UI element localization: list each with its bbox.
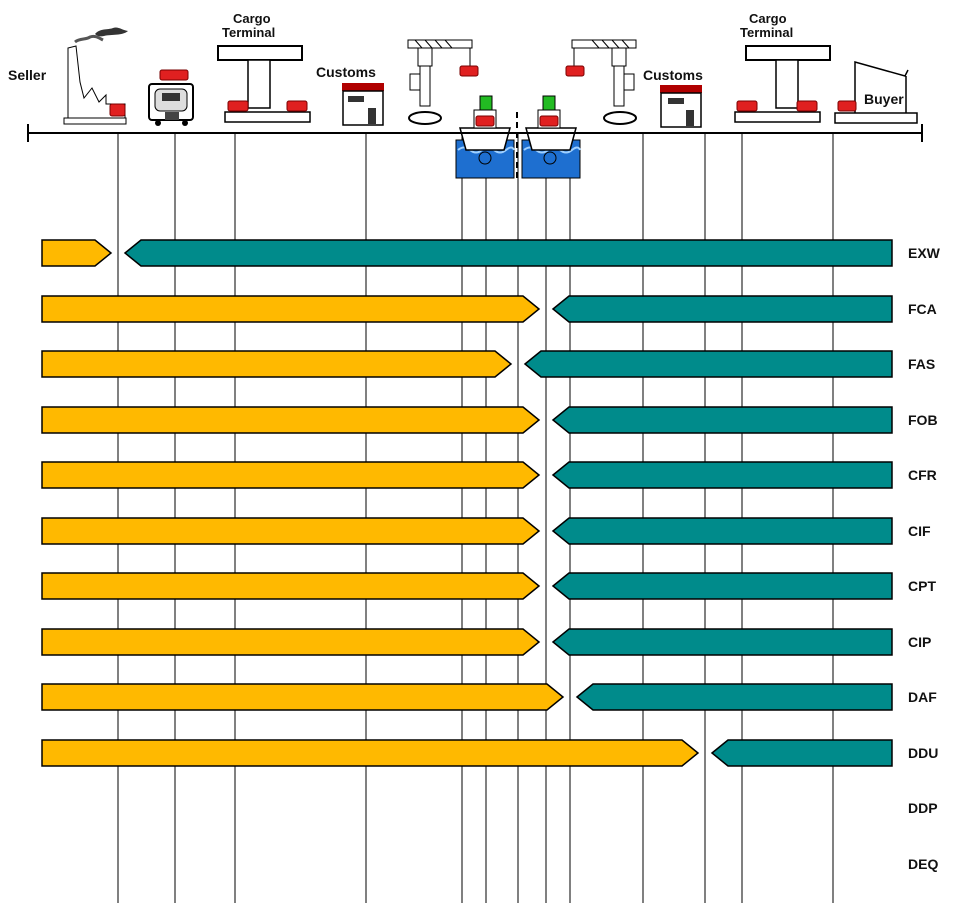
seller-responsibility-bar [41, 295, 541, 323]
customs-left-building-icon [342, 83, 384, 126]
incoterm-row-cpt: CPT [41, 572, 936, 600]
route-axis [27, 124, 923, 142]
incoterm-row-fob: FOB [41, 406, 938, 434]
buyer-responsibility-bar [523, 350, 893, 378]
cargo-terminal-right-label-line1: Cargo [749, 11, 787, 26]
seller-label: Seller [8, 67, 47, 83]
buyer-responsibility-bar [123, 239, 893, 267]
incoterm-row-cfr: CFR [41, 461, 937, 489]
customs-right-building-icon [660, 85, 702, 128]
incoterm-code-label: DDU [908, 745, 938, 761]
buyer-responsibility-bar [551, 517, 893, 545]
seller-responsibility-bar [41, 739, 700, 767]
seller-responsibility-bar [41, 350, 513, 378]
seller-responsibility-bar [41, 517, 541, 545]
buyer-responsibility-bar [551, 572, 893, 600]
incoterm-code-label: CFR [908, 467, 937, 483]
truck-icon [148, 69, 194, 126]
buyer-house-icon [834, 61, 918, 124]
customs-right-label: Customs [643, 67, 703, 83]
buyer-label: Buyer [864, 91, 904, 107]
incoterm-row-ddp: DDP [42, 795, 938, 816]
seller-factory-icon [63, 27, 128, 125]
incoterm-row-exw: EXW [41, 239, 941, 267]
buyer-responsibility-bar [710, 739, 893, 767]
cargo-terminal-left-label-line2: Terminal [222, 25, 275, 40]
incoterm-code-label: DEQ [908, 856, 938, 872]
incoterm-code-label: FCA [908, 301, 937, 317]
cargo-terminal-right-icon [734, 45, 831, 123]
incoterm-row-ddu: DDU [41, 739, 938, 767]
seller-responsibility-bar [41, 628, 541, 656]
incoterm-row-deq: DEQ [42, 851, 938, 872]
buyer-responsibility-bar [551, 406, 893, 434]
incoterm-row-cip: CIP [41, 628, 931, 656]
seller-responsibility-bar [41, 461, 541, 489]
incoterm-code-label: FAS [908, 356, 935, 372]
cargo-terminal-left-label-line1: Cargo [233, 11, 271, 26]
seller-responsibility-bar [41, 572, 541, 600]
incoterm-row-fas: FAS [41, 350, 935, 378]
cargo-terminal-right-label-line2: Terminal [740, 25, 793, 40]
incoterm-code-label: DAF [908, 689, 937, 705]
incoterm-code-label: EXW [908, 245, 941, 261]
seller-responsibility-bar [41, 683, 565, 711]
crane-left-icon [407, 39, 479, 125]
incoterms-rows: EXWFCAFASFOBCFRCIFCPTCIPDAFDDUDDPDEQDES [41, 239, 941, 872]
incoterm-code-label: FOB [908, 412, 938, 428]
seller-responsibility-bar [41, 406, 541, 434]
incoterm-code-label: DDP [908, 800, 938, 816]
incoterm-row-cif: CIF [41, 517, 931, 545]
buyer-responsibility-bar [551, 461, 893, 489]
buyer-responsibility-bar [575, 683, 893, 711]
crane-right-icon [565, 39, 637, 125]
buyer-responsibility-bar [551, 295, 893, 323]
incoterm-code-label: CIF [908, 523, 931, 539]
incoterm-row-daf: DAF [41, 683, 937, 711]
incoterm-row-fca: FCA [41, 295, 937, 323]
cargo-terminal-left-icon [217, 45, 311, 123]
incoterm-code-label: CIP [908, 634, 931, 650]
incoterm-code-label: CPT [908, 578, 936, 594]
customs-left-label: Customs [316, 64, 376, 80]
buyer-responsibility-bar [551, 628, 893, 656]
seller-responsibility-bar [41, 239, 113, 267]
